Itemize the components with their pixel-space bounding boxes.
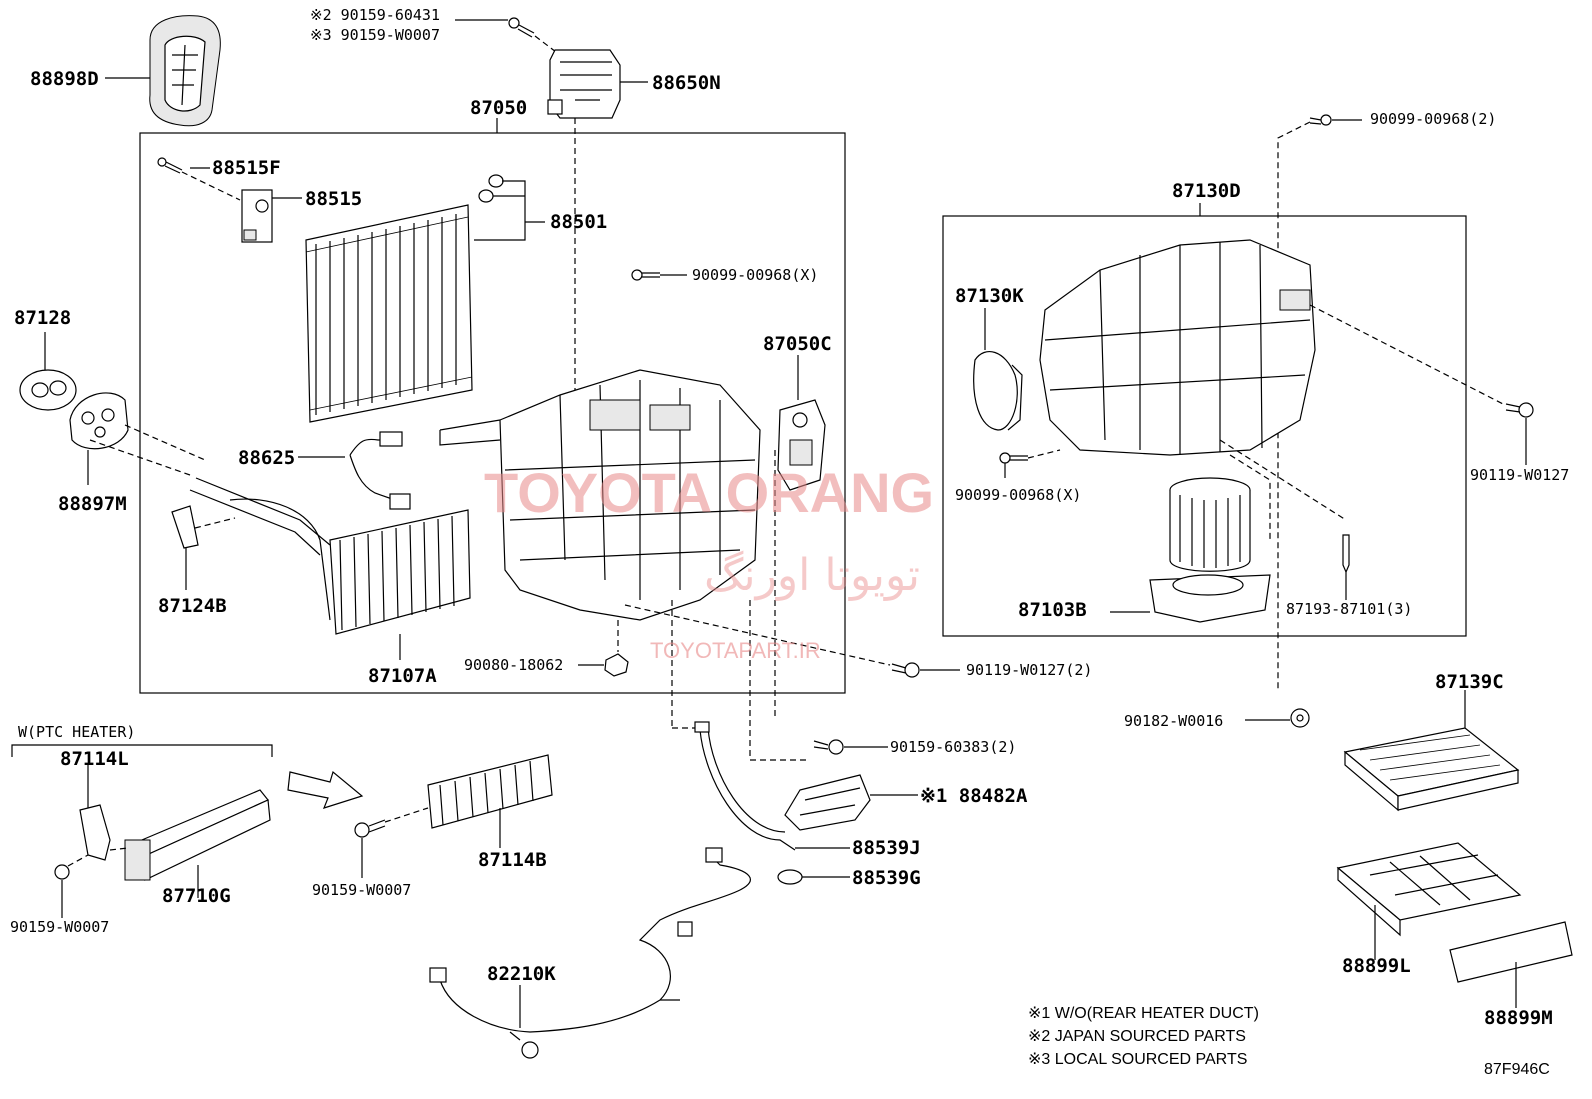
label-88482A: ※1 88482A <box>920 785 1028 807</box>
screw-87193-87101[interactable] <box>1342 534 1350 574</box>
bolt-90119-W0127[interactable] <box>1505 402 1534 418</box>
bolt-90099-00968-2[interactable] <box>1309 114 1332 126</box>
label-87114L: 87114L <box>60 748 129 770</box>
bolt-90159-60383-2[interactable] <box>813 739 844 755</box>
label-90159-W0007-left: 90159-W0007 <box>10 918 109 936</box>
cover-87130K[interactable] <box>973 351 1023 431</box>
blower-case-87130D[interactable] <box>1039 239 1316 456</box>
watermark-main: TOYOTA ORANG <box>484 461 934 524</box>
arrow-icon <box>287 770 364 809</box>
emblem-88898D[interactable] <box>149 15 221 127</box>
label-87124B: 87124B <box>158 595 227 617</box>
bolt-90159-W0007-left[interactable] <box>54 864 70 918</box>
label-88515F: 88515F <box>212 157 281 179</box>
bolt-90119-W0127-2[interactable] <box>891 662 920 678</box>
ptc-heater-87710G[interactable] <box>124 789 271 881</box>
grommet-88539G[interactable] <box>777 869 803 885</box>
bolt-90099-00968-b[interactable] <box>999 452 1028 464</box>
hvac-unit-87050[interactable] <box>439 369 761 621</box>
figure-code: 87F946C <box>1484 1061 1550 1078</box>
plate-88897M[interactable] <box>69 392 129 450</box>
label-90099-00968-x-a: 90099-00968(X) <box>692 266 818 284</box>
label-88898D: 88898D <box>30 68 99 90</box>
note-2: ※2 JAPAN SOURCED PARTS <box>1028 1028 1246 1045</box>
label-88899L: 88899L <box>1342 955 1411 977</box>
drain-hose-88539J[interactable] <box>694 721 796 851</box>
label-87130K: 87130K <box>955 285 1024 307</box>
label-90159-W0007-mid: 90159-W0007 <box>312 881 411 899</box>
nut-90080-18062[interactable] <box>604 653 629 677</box>
label-88625: 88625 <box>238 447 295 469</box>
label-87114B: 87114B <box>478 849 547 871</box>
label-88515: 88515 <box>305 188 362 210</box>
label-88501: 88501 <box>550 211 607 233</box>
cover-88899M[interactable] <box>1449 921 1573 983</box>
label-87130D: 87130D <box>1172 180 1241 202</box>
label-88899M: 88899M <box>1484 1007 1553 1029</box>
o-rings-88501[interactable] <box>478 174 504 203</box>
watermark-url: TOYOTAPART.IR <box>650 638 821 663</box>
bolt-90159-W0007-mid[interactable] <box>354 819 386 838</box>
note-3: ※3 LOCAL SOURCED PARTS <box>1028 1051 1247 1068</box>
label-82210K: 82210K <box>487 963 556 985</box>
label-87050C: 87050C <box>763 333 832 355</box>
filter-case-88899L[interactable] <box>1336 842 1522 937</box>
expansion-valve-88515[interactable] <box>241 189 273 243</box>
label-90119-W0127-2: 90119-W0127(2) <box>966 661 1092 679</box>
label-90159-W0007-top: ※3 90159-W0007 <box>310 26 440 44</box>
module-88650N[interactable] <box>547 49 621 119</box>
evaporator-88501[interactable] <box>305 204 473 423</box>
label-90099-00968-x-b: 90099-00968(X) <box>955 486 1081 504</box>
label-88897M: 88897M <box>58 493 127 515</box>
label-90099-00968-2: 90099-00968(2) <box>1370 110 1496 128</box>
blower-motor-87103B[interactable] <box>1149 477 1271 623</box>
heater-core-87107A[interactable] <box>189 477 471 635</box>
label-87193-87101-3: 87193-87101(3) <box>1286 600 1412 618</box>
clip-87124B[interactable] <box>171 505 199 549</box>
label-87050: 87050 <box>470 97 527 119</box>
actuator-87050C[interactable] <box>777 399 826 491</box>
bolt-88515F[interactable] <box>157 157 183 174</box>
sensor-88625[interactable] <box>349 431 411 510</box>
label-88650N: 88650N <box>652 72 721 94</box>
duct-88482A[interactable] <box>784 774 871 831</box>
bolt-90099-00968-a[interactable] <box>631 269 660 281</box>
label-88539J: 88539J <box>852 837 921 859</box>
label-87710G: 87710G <box>162 885 231 907</box>
label-87128: 87128 <box>14 307 71 329</box>
label-90159-60431: ※2 90159-60431 <box>310 6 440 24</box>
note-1: ※1 W/O(REAR HEATER DUCT) <box>1028 1005 1259 1022</box>
bolt-90159-60431[interactable] <box>508 17 535 38</box>
filter-87139C[interactable] <box>1343 727 1520 812</box>
ptc-bracket-87114L[interactable] <box>79 804 111 861</box>
clip-90182-W0016[interactable] <box>1290 708 1310 728</box>
grommet-87128[interactable] <box>19 369 77 411</box>
label-87103B: 87103B <box>1018 599 1087 621</box>
label-87139C: 87139C <box>1435 671 1504 693</box>
wire-harness-82210K[interactable] <box>429 847 751 1059</box>
label-90159-60383-2: 90159-60383(2) <box>890 738 1016 756</box>
label-90080-18062: 90080-18062 <box>464 656 563 674</box>
assembly-box-87130D <box>942 215 1467 637</box>
label-ptc-heater: W(PTC HEATER) <box>18 723 135 741</box>
label-90182-W0016: 90182-W0016 <box>1124 712 1223 730</box>
label-88539G: 88539G <box>852 867 921 889</box>
watermark-farsi: تویوتا اورنگ <box>704 550 920 601</box>
ptc-heater-87114B[interactable] <box>427 754 553 829</box>
label-87107A: 87107A <box>368 665 437 687</box>
label-90119-W0127: 90119-W0127 <box>1470 466 1569 484</box>
assembly-box-87050 <box>139 132 846 694</box>
